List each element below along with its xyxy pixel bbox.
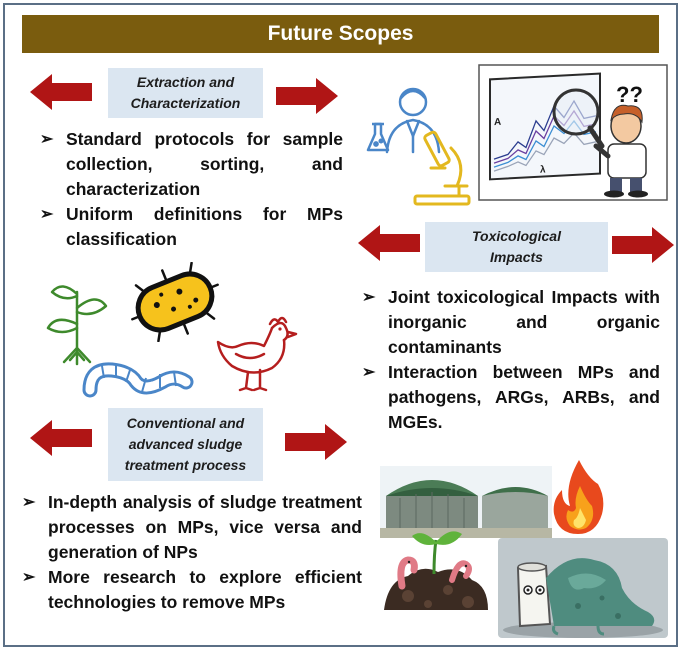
toxicological-label-line2: Impacts bbox=[490, 249, 543, 265]
list-item: ➢Joint toxicological Impacts with inorga… bbox=[362, 287, 660, 357]
cartoon-scientist-icon bbox=[593, 104, 648, 198]
question-marks: ?? bbox=[616, 82, 643, 107]
bullet-arrow-icon: ➢ bbox=[362, 289, 376, 306]
arrow-left-icon bbox=[30, 420, 92, 456]
sludge-label-line3: treatment process bbox=[124, 457, 247, 473]
bacteria-icon bbox=[131, 262, 219, 342]
magnifier-icon bbox=[552, 88, 605, 149]
arrow-right-icon bbox=[612, 227, 674, 263]
bullet-arrow-icon: ➢ bbox=[362, 364, 376, 381]
list-item: ➢Interaction between MPs and pathogens, … bbox=[362, 362, 660, 432]
worm-icon bbox=[82, 362, 194, 398]
bullet-arrow-icon: ➢ bbox=[22, 569, 36, 586]
bullet-arrow-icon: ➢ bbox=[40, 131, 54, 148]
toxicological-label-line1: Toxicological bbox=[472, 228, 561, 244]
chicken-icon bbox=[216, 316, 298, 392]
sludge-label-line2: advanced sludge bbox=[128, 436, 243, 452]
arrow-left-icon bbox=[30, 74, 92, 110]
bullet-arrow-icon: ➢ bbox=[22, 494, 36, 511]
arrow-left-icon bbox=[358, 225, 420, 261]
flask-icon bbox=[366, 122, 390, 152]
bullet-arrow-icon: ➢ bbox=[40, 206, 54, 223]
arrow-right-icon bbox=[276, 78, 338, 114]
page-title: Future Scopes bbox=[22, 15, 659, 53]
toxicological-bullet-list: ➢Joint toxicological Impacts with inorga… bbox=[360, 285, 660, 435]
scientist-icon bbox=[366, 87, 441, 154]
list-item: ➢Standard protocols for sample collectio… bbox=[40, 129, 343, 199]
list-item: ➢More research to explore efficient tech… bbox=[22, 567, 362, 612]
sludge-label: Conventional and advanced sludge treatme… bbox=[108, 408, 263, 481]
toxicological-label: Toxicological Impacts bbox=[425, 222, 608, 272]
sludge-bullet-list: ➢In-depth analysis of sludge treatment p… bbox=[20, 490, 362, 615]
graph-x-label: λ bbox=[540, 164, 546, 175]
soil-sprout-icon bbox=[384, 531, 488, 610]
graph-y-label: A bbox=[494, 117, 501, 128]
extraction-label-line1: Extraction and bbox=[136, 74, 235, 90]
extraction-label-line2: Characterization bbox=[130, 95, 241, 111]
sludge-label-line1: Conventional and bbox=[126, 415, 245, 431]
extraction-label: Extraction and Characterization bbox=[108, 68, 263, 118]
microscope-icon bbox=[413, 130, 471, 206]
extraction-bullet-list: ➢Standard protocols for sample collectio… bbox=[38, 127, 343, 252]
list-item: ➢Uniform definitions for MPs classificat… bbox=[40, 204, 343, 249]
list-item: ➢In-depth analysis of sludge treatment p… bbox=[22, 492, 362, 562]
arrow-right-icon bbox=[285, 424, 347, 460]
digester-icon bbox=[380, 466, 552, 538]
slime-cup-icon bbox=[498, 538, 668, 638]
plant-icon bbox=[46, 285, 108, 366]
graph-analysis-illustration: A λ ?? bbox=[478, 64, 668, 201]
fire-icon bbox=[553, 460, 604, 534]
